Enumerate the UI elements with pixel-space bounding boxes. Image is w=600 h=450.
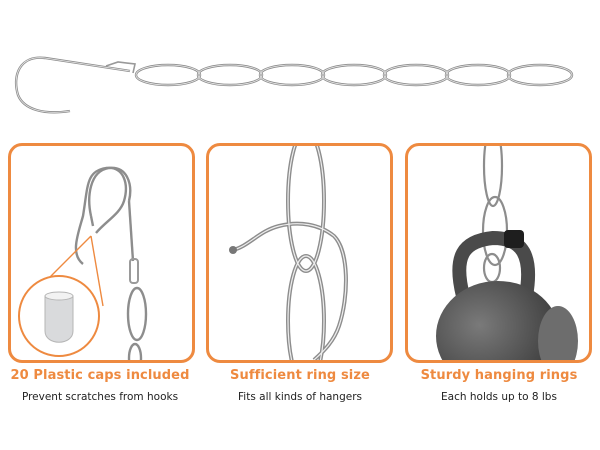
feature-panel-sturdy-rings: [405, 143, 592, 363]
chain-link-hanger-icon: [229, 146, 348, 360]
feature-subtitle: Prevent scratches from hooks: [21, 391, 179, 403]
feature-subtitle: Fits all kinds of hangers: [238, 391, 362, 403]
feature-panel-ring-size: [206, 143, 393, 363]
s-hook-plastic-cap-icon: [18, 166, 148, 360]
feature-title: Sturdy hanging rings: [420, 368, 578, 383]
feature-title: Sufficient ring size: [230, 368, 370, 383]
chain-kettlebell-icon: [436, 146, 578, 360]
feature-caption-ring-size: Sufficient ring size Fits all kinds of h…: [200, 366, 400, 406]
feature-caption-sturdy-rings: Sturdy hanging rings Each holds up to 8 …: [399, 366, 599, 406]
hook-chain-icon: [14, 56, 574, 114]
feature-panel-plastic-caps: [8, 143, 195, 363]
feature-title: 20 Plastic caps included: [10, 368, 190, 383]
feature-subtitle: Each holds up to 8 lbs: [441, 391, 557, 403]
feature-caption-plastic-caps: 20 Plastic caps included Prevent scratch…: [0, 366, 200, 406]
banner-hook-chain-image: [0, 40, 600, 130]
